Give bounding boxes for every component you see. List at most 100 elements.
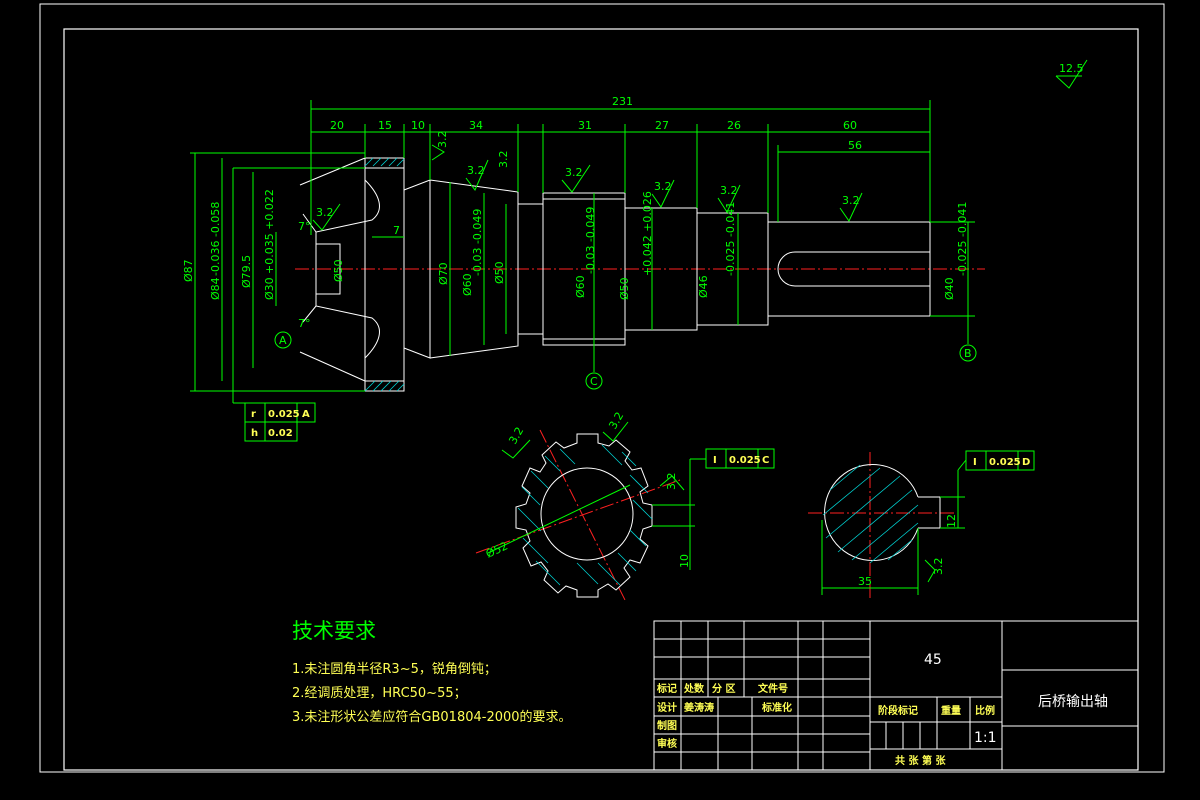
- svg-text:12: 12: [945, 514, 958, 528]
- svg-text:35: 35: [858, 575, 872, 588]
- svg-text:3.2: 3.2: [665, 473, 678, 491]
- svg-text:标准化: 标准化: [761, 701, 792, 714]
- svg-text:60: 60: [843, 119, 857, 132]
- datum-b-marker: B: [959, 316, 977, 362]
- svg-text:12.5: 12.5: [1059, 62, 1084, 75]
- svg-text:26: 26: [727, 119, 741, 132]
- svg-text:3.2: 3.2: [467, 164, 485, 177]
- svg-text:15: 15: [378, 119, 392, 132]
- svg-text:3.2: 3.2: [506, 425, 526, 447]
- svg-text:Ø60: Ø60: [574, 275, 587, 298]
- svg-text:C: C: [590, 375, 598, 388]
- svg-text:比例: 比例: [975, 704, 995, 717]
- notes-title: 技术要求: [292, 619, 376, 643]
- svg-text:+0.042 +0.026: +0.042 +0.026: [641, 191, 654, 276]
- inner-border: [63, 28, 1139, 771]
- svg-text:7°: 7°: [298, 317, 311, 330]
- technical-notes: 技术要求 1.未注圆角半径R3~5，锐角倒钝； 2.经调质处理，HRC50~55…: [292, 619, 572, 725]
- svg-text:Ø50: Ø50: [493, 261, 506, 284]
- keyway-hatch: [822, 464, 919, 564]
- svg-text:Ø46: Ø46: [697, 275, 710, 298]
- svg-text:3.2: 3.2: [497, 151, 510, 169]
- svg-text:0.02: 0.02: [268, 428, 293, 439]
- svg-text:D: D: [1022, 457, 1030, 468]
- svg-text:文件号: 文件号: [758, 682, 788, 695]
- svg-text:共 张 第 张: 共 张 第 张: [895, 754, 946, 767]
- svg-text:27: 27: [655, 119, 669, 132]
- svg-text:A: A: [302, 409, 310, 420]
- svg-text:设计: 设计: [657, 701, 677, 714]
- svg-text:Ø87: Ø87: [182, 259, 195, 282]
- svg-text:0.025: 0.025: [729, 455, 761, 466]
- outer-border: [39, 3, 1165, 773]
- spline-hatch: [517, 444, 653, 586]
- spline-section-view: Ø52 3.2 3.2 3.2 10: [475, 410, 706, 601]
- roughness-symbols-main: 3.2 3.2 3.2 3.2 3.2 3.2 3.2 3.2: [312, 131, 863, 231]
- svg-text:I: I: [713, 455, 717, 466]
- svg-text:0.025: 0.025: [268, 409, 300, 420]
- svg-text:-0.036 -0.058: -0.036 -0.058: [209, 202, 222, 276]
- svg-text:标记: 标记: [656, 682, 677, 695]
- svg-text:3.2: 3.2: [565, 166, 583, 179]
- keyway-section-view: 35 12 3.2: [808, 452, 965, 600]
- svg-text:制图: 制图: [657, 719, 677, 732]
- scale-value: 1:1: [974, 730, 997, 746]
- svg-text:阶段标记: 阶段标记: [878, 704, 918, 717]
- svg-text:Ø50: Ø50: [332, 259, 345, 282]
- tolerance-frame-mid: I 0.025 C: [705, 448, 775, 469]
- dimension-chain-top: 231 20 15 10 34 31 27 26 60 56: [310, 95, 931, 235]
- svg-text:10: 10: [411, 119, 425, 132]
- svg-text:3.2: 3.2: [436, 131, 449, 149]
- tolerance-frame-left: r 0.025 A h 0.02: [232, 375, 316, 442]
- svg-text:7°: 7°: [298, 220, 311, 233]
- svg-text:0.025: 0.025: [989, 457, 1021, 468]
- part-name: 后桥输出轴: [1038, 694, 1108, 710]
- svg-text:-0.03 -0.049: -0.03 -0.049: [471, 209, 484, 276]
- svg-text:10: 10: [678, 554, 691, 568]
- svg-text:重量: 重量: [941, 704, 961, 717]
- svg-text:231: 231: [612, 95, 633, 108]
- svg-text:3.2: 3.2: [316, 206, 334, 219]
- svg-text:姜涛涛: 姜涛涛: [684, 701, 714, 714]
- material: 45: [924, 652, 942, 668]
- svg-text:I: I: [973, 457, 977, 468]
- title-block: 标记 处数 分 区 文件号 设计 姜涛涛 标准化 制图 审核 阶段标记 重量 比…: [653, 620, 1139, 771]
- svg-text:Ø79.5: Ø79.5: [240, 255, 253, 288]
- svg-text:处数: 处数: [683, 682, 705, 695]
- datum-c-marker: C: [585, 353, 603, 390]
- note-item: 2.经调质处理，HRC50~55；: [292, 686, 467, 701]
- svg-text:-0.03 -0.049: -0.03 -0.049: [584, 207, 597, 274]
- svg-text:7: 7: [393, 224, 400, 237]
- note-item: 1.未注圆角半径R3~5，锐角倒钝；: [292, 662, 497, 677]
- dimension-diameters-body: Ø70 Ø60 -0.03 -0.049 Ø50 Ø60 -0.03 -0.04…: [437, 182, 975, 356]
- svg-text:B: B: [964, 347, 972, 360]
- datum-a-marker: A: [274, 331, 292, 349]
- svg-text:Ø40: Ø40: [943, 277, 956, 300]
- svg-text:审核: 审核: [657, 737, 677, 750]
- svg-text:h: h: [251, 428, 258, 439]
- svg-text:-0.025 -0.041: -0.025 -0.041: [956, 202, 969, 276]
- svg-text:分 区: 分 区: [712, 682, 735, 695]
- svg-text:56: 56: [848, 139, 862, 152]
- svg-text:Ø70: Ø70: [437, 262, 450, 285]
- tolerance-frame-right: I 0.025 D: [957, 450, 1035, 471]
- svg-text:A: A: [279, 334, 287, 347]
- svg-text:Ø84: Ø84: [209, 277, 222, 300]
- svg-text:31: 31: [578, 119, 592, 132]
- svg-text:3.2: 3.2: [932, 558, 945, 576]
- svg-text:-0.025 -0.041: -0.025 -0.041: [724, 202, 737, 276]
- svg-text:3.2: 3.2: [720, 184, 738, 197]
- svg-text:34: 34: [469, 119, 483, 132]
- svg-text:Ø60: Ø60: [461, 273, 474, 296]
- svg-text:Ø50: Ø50: [618, 277, 631, 300]
- svg-text:Ø30: Ø30: [263, 277, 276, 300]
- svg-text:C: C: [762, 455, 769, 466]
- roughness-symbol-corner: 12.5: [1055, 59, 1088, 89]
- dimension-diameters-left: Ø87 Ø84 -0.036 -0.058 Ø79.5 Ø30 +0.035 +…: [182, 152, 404, 392]
- svg-text:3.2: 3.2: [654, 180, 672, 193]
- svg-text:3.2: 3.2: [842, 194, 860, 207]
- svg-text:+0.035 +0.022: +0.035 +0.022: [263, 189, 276, 274]
- svg-text:20: 20: [330, 119, 344, 132]
- note-item: 3.未注形状公差应符合GB01804-2000的要求。: [292, 709, 572, 725]
